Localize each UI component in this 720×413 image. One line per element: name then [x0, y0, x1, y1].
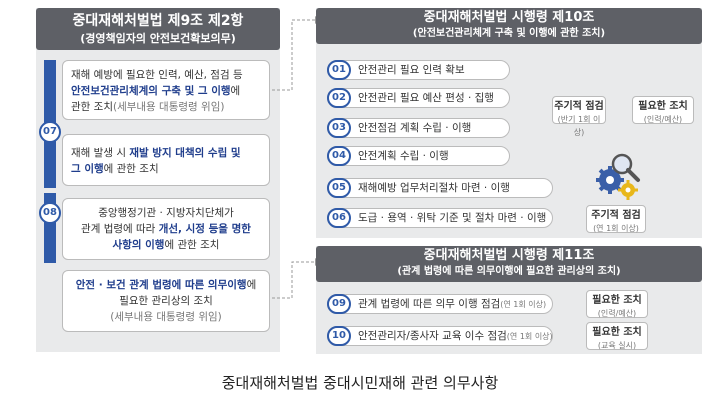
action3-sub: (교육 실시) [597, 341, 637, 350]
figure-caption: 중대재해처벌법 중대시민재해 관련 의무사항 [221, 374, 499, 392]
box2-line1b: 재발 방지 대책의 수립 및 [129, 147, 241, 159]
item-05-text: 재해예방 업무처리절차 마련 · 이행 [358, 182, 510, 194]
left-box-4: 안전 · 보건 관계 법령에 따른 의무이행에 필요한 관리상의 조치 (세부내… [62, 270, 270, 332]
box4-line1b: 에 [246, 279, 257, 291]
box1-line3b: (세부내용 대통령령 위임) [112, 101, 225, 113]
box4-line3: (세부내용 대통령령 위임) [110, 311, 222, 323]
left-box-2: 재해 발생 시 재발 방지 대책의 수립 및 그 이행에 관한 조치 [62, 134, 270, 186]
box3-line2a: 관계 법령에 따라 [81, 223, 159, 235]
list-item-03: 03 안전점검 계획 수립 · 이행 [327, 118, 510, 138]
box3-line3b: 에 관한 조치 [164, 239, 220, 251]
box2-line1a: 재해 발생 시 [71, 147, 130, 159]
item-03-text: 안전점검 계획 수립 · 이행 [358, 122, 472, 134]
item-05-num: 05 [327, 178, 351, 198]
periodic-check-box-1: 주기적 점검 (반기 1회 이상) [552, 96, 606, 137]
box4-line2: 필요한 관리상의 조치 [119, 295, 213, 307]
action1-main: 필요한 조치 [638, 101, 688, 112]
left-box-1: 재해 예방에 필요한 인력, 예산, 점검 등 안전보건관리체계의 구축 및 그… [62, 60, 270, 120]
list-item-06: 06 도급 · 용역 · 위탁 기준 및 절차 마련 · 이행 [327, 208, 553, 228]
connector-bottom [272, 261, 315, 299]
item-06-num: 06 [327, 208, 351, 228]
box1-line2: 안전보건관리체계의 구축 및 그 이행 [71, 85, 231, 97]
right-top-header: 중대재해처벌법 시행령 제10조 (안전보건관리체계 구축 및 이행에 관한 조… [316, 8, 702, 44]
item-10-num: 10 [327, 326, 351, 346]
item-02-text: 안전관리 필요 예산 편성 · 집행 [358, 92, 494, 104]
box1-line3a: 관한 조치 [71, 101, 113, 113]
list-item-09: 09 관계 법령에 따른 의무 이행 점검(연 1회 이상) [327, 294, 553, 314]
right-bottom-subtitle: (관계 법령에 따른 의무이행에 필요한 관리상의 조치) [397, 266, 621, 277]
item-09-sub: (연 1회 이상) [500, 300, 547, 309]
check2-main: 주기적 점검 [591, 210, 641, 221]
box2-line2b: 에 관한 조치 [103, 163, 159, 175]
box1-line1: 재해 예방에 필요한 인력, 예산, 점검 등 [71, 69, 243, 81]
left-title: 중대재해처벌법 제9조 제2항 [72, 13, 244, 29]
badge-08: 08 [39, 202, 61, 224]
action2-sub: (인력/예산) [597, 309, 637, 318]
box4-line1a: 안전 · 보건 관계 법령에 따른 의무이행 [75, 279, 247, 291]
left-header: 중대재해처벌법 제9조 제2항 (경영책임자의 안전보건확보의무) [36, 8, 280, 50]
gear-magnifier-icon [596, 153, 640, 200]
check2-sub: (연 1회 이상) [593, 224, 639, 233]
box1-line2b: 에 [230, 85, 241, 97]
item-04-num: 04 [327, 146, 351, 166]
item-01-num: 01 [327, 60, 351, 80]
right-top-title: 중대재해처벌법 시행령 제10조 [423, 10, 595, 25]
check1-sub: (반기 1회 이상) [557, 115, 601, 137]
action-box-2: 필요한 조치 (인력/예산) [586, 290, 648, 318]
periodic-check-box-2: 주기적 점검 (연 1회 이상) [586, 205, 646, 233]
item-09-text: 관계 법령에 따른 의무 이행 점검 [358, 298, 501, 310]
item-02-num: 02 [327, 88, 351, 108]
action3-main: 필요한 조치 [592, 327, 642, 338]
item-01-text: 안전관리 필요 인력 확보 [358, 64, 465, 76]
item-03-num: 03 [327, 118, 351, 138]
badge-07: 07 [39, 121, 61, 143]
item-10-sub: (연 1회 이상) [506, 332, 553, 341]
left-box-3: 중앙행정기관 · 지방자치단체가 관계 법령에 따라 개선, 시정 등을 명한 … [62, 198, 270, 260]
action-box-1: 필요한 조치 (인력/예산) [632, 96, 694, 124]
right-bottom-header: 중대재해처벌법 시행령 제11조 (관계 법령에 따른 의무이행에 필요한 관리… [316, 246, 702, 282]
item-04-text: 안전계획 수립 · 이행 [358, 150, 449, 162]
left-subtitle: (경영책임자의 안전보건확보의무) [80, 32, 236, 45]
connector-top [272, 19, 315, 91]
box3-line3a: 사항의 이행 [112, 239, 165, 251]
box3-line2b: 개선, 시정 등을 명한 [158, 223, 251, 235]
action-box-3: 필요한 조치 (교육 실시) [586, 322, 648, 350]
item-06-text: 도급 · 용역 · 위탁 기준 및 절차 마련 · 이행 [358, 212, 547, 224]
list-item-02: 02 안전관리 필요 예산 편성 · 집행 [327, 88, 510, 108]
right-bottom-title: 중대재해처벌법 시행령 제11조 [423, 248, 595, 263]
item-10-text: 안전관리자/종사자 교육 이수 점검 [358, 330, 507, 342]
right-top-subtitle: (안전보건관리체계 구축 및 이행에 관한 조치) [412, 28, 606, 39]
action1-sub: (인력/예산) [643, 115, 683, 124]
list-item-05: 05 재해예방 업무처리절차 마련 · 이행 [327, 178, 553, 198]
list-item-01: 01 안전관리 필요 인력 확보 [327, 60, 510, 80]
action2-main: 필요한 조치 [592, 295, 642, 306]
check1-main: 주기적 점검 [554, 101, 604, 112]
list-item-10: 10 안전관리자/종사자 교육 이수 점검(연 1회 이상) [327, 326, 553, 346]
box3-line1: 중앙행정기관 · 지방자치단체가 [98, 207, 234, 219]
list-item-04: 04 안전계획 수립 · 이행 [327, 146, 510, 166]
box2-line2a: 그 이행 [71, 163, 104, 175]
item-09-num: 09 [327, 294, 351, 314]
